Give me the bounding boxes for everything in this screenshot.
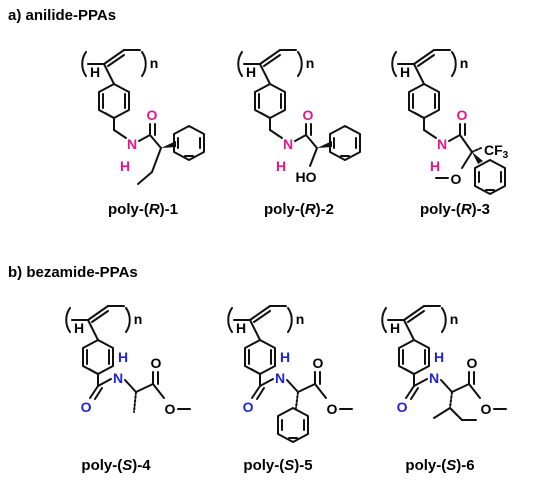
structure-poly-r-3: N H O CF3 O poly-(R)-3 (391, 49, 509, 218)
label-poly-r-2: poly-(R)-2 (264, 201, 334, 218)
carbonyl-oxygen: O (303, 107, 314, 123)
label-poly-s-6: poly-(S)-6 (405, 457, 474, 474)
amide-nitrogen: N (437, 136, 447, 152)
carbonyl-oxygen: O (147, 107, 158, 123)
amide-nitrogen: N (429, 370, 439, 386)
structure-poly-r-1: N H O poly-(R)-1 (81, 49, 205, 218)
label-poly-r-1: poly-(R)-1 (108, 201, 178, 218)
label-poly-s-4: poly-(S)-4 (81, 457, 151, 474)
ester-carbonyl-oxygen: O (467, 355, 478, 371)
label-poly-s-5: poly-(S)-5 (243, 457, 312, 474)
carbonyl-oxygen: O (397, 399, 408, 415)
ester-carbonyl-oxygen: O (313, 355, 324, 371)
amide-nitrogen: N (283, 136, 293, 152)
hydroxyl-group: HO (296, 169, 317, 185)
ester-oxygen: O (327, 401, 338, 417)
carbonyl-oxygen: O (81, 399, 92, 415)
structure-poly-s-5: O N H O O poly-(S)-5 (227, 305, 353, 474)
ester-carbonyl-oxygen: O (151, 355, 162, 371)
carbonyl-oxygen: O (457, 107, 468, 123)
ester-oxygen: O (165, 401, 176, 417)
amide-nitrogen: N (275, 370, 285, 386)
ester-oxygen: O (481, 401, 492, 417)
carbonyl-oxygen: O (243, 399, 254, 415)
label-poly-r-3: poly-(R)-3 (420, 201, 490, 218)
structure-poly-s-4: O N H O O poly-(S)-4 (65, 305, 191, 474)
amide-hydrogen: H (276, 158, 286, 174)
structure-poly-s-6: O N H O O poly-(S)-6 (381, 305, 507, 474)
amide-hydrogen: H (430, 158, 440, 174)
amide-hydrogen: H (434, 349, 444, 365)
amide-hydrogen: H (118, 349, 128, 365)
trifluoromethyl-group: CF3 (484, 142, 509, 161)
section-b-title: b) bezamide-PPAs (8, 264, 138, 281)
amide-hydrogen: H (280, 349, 290, 365)
structure-poly-r-2: N H O HO poly-(R)-2 (237, 49, 361, 218)
amide-nitrogen: N (113, 370, 123, 386)
section-a-title: a) anilide-PPAs (8, 7, 116, 24)
methoxy-oxygen: O (451, 171, 462, 187)
amide-hydrogen: H (120, 158, 130, 174)
amide-nitrogen: N (127, 136, 137, 152)
